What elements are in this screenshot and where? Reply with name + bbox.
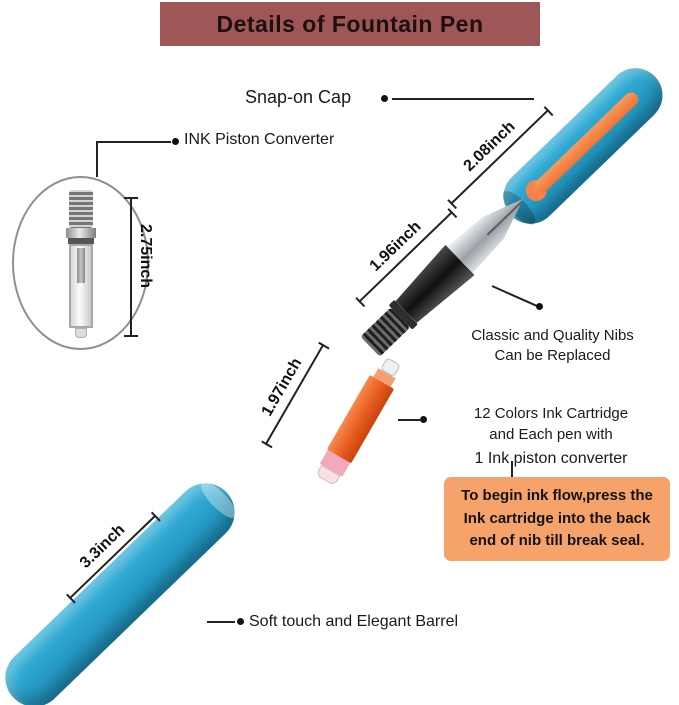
converter-tip <box>75 328 87 338</box>
callout-line3: end of nib till break seal. <box>469 532 645 549</box>
converter-measure-text: 2.75inch <box>137 224 154 289</box>
converter-measure-bracket <box>124 197 138 337</box>
cartridge-caption: 12 Colors Ink Cartridge and Each pen wit… <box>452 403 650 470</box>
barrel-opening <box>196 477 241 523</box>
barrel-label: Soft touch and Elegant Barrel <box>249 613 459 630</box>
converter-connector-h <box>97 141 171 143</box>
converter-pointer-dot <box>172 138 179 145</box>
pen-barrel <box>0 471 247 705</box>
nib-pointer-dot <box>536 303 543 310</box>
nib-connector-line <box>491 285 539 308</box>
page-title: Details of Fountain Pen <box>216 10 484 37</box>
barrel-connector-line <box>207 621 235 623</box>
cartridge-connector-line <box>398 419 420 421</box>
cartridge-measure: 1.97inch <box>246 333 325 446</box>
callout-connector-line <box>511 461 513 478</box>
converter-body <box>69 244 93 328</box>
cap-label: Snap-on Cap <box>245 87 352 107</box>
cartridge-caption-line2: and Each pen with <box>489 426 613 443</box>
cap-pointer-dot <box>381 95 388 102</box>
callout-line2: Ink cartridge into the back <box>463 509 651 527</box>
converter-threads <box>69 190 93 228</box>
cartridge-caption-line1: 12 Colors Ink Cartridge <box>473 405 629 422</box>
nib-caption: Classic and Quality Nibs Can be Replaced <box>450 326 655 367</box>
converter-piston-rod <box>77 248 85 284</box>
converter-collar <box>66 228 96 238</box>
cartridge-caption-line3: 1 Ink piston converter <box>474 450 628 467</box>
callout-line1: To begin ink flow,press the <box>461 487 653 504</box>
ink-cartridge <box>312 352 408 488</box>
cap-clip <box>532 89 642 196</box>
cartridge-body <box>326 374 395 464</box>
nib-slit <box>487 200 524 236</box>
barrel-pointer-dot <box>237 618 244 625</box>
callout-note: To begin ink flow,press the Ink cartridg… <box>444 477 670 561</box>
cap-connector-line <box>392 98 534 100</box>
title-banner: Details of Fountain Pen <box>160 2 540 46</box>
nib-caption-line2: Can be Replaced <box>494 347 611 365</box>
cartridge-pointer-dot <box>420 416 427 423</box>
piston-converter <box>64 190 98 338</box>
converter-connector-v <box>96 141 98 177</box>
converter-band <box>68 238 94 244</box>
converter-label: INK Piston Converter <box>184 131 335 148</box>
nib-caption-line1: Classic and Quality Nibs <box>471 327 634 344</box>
